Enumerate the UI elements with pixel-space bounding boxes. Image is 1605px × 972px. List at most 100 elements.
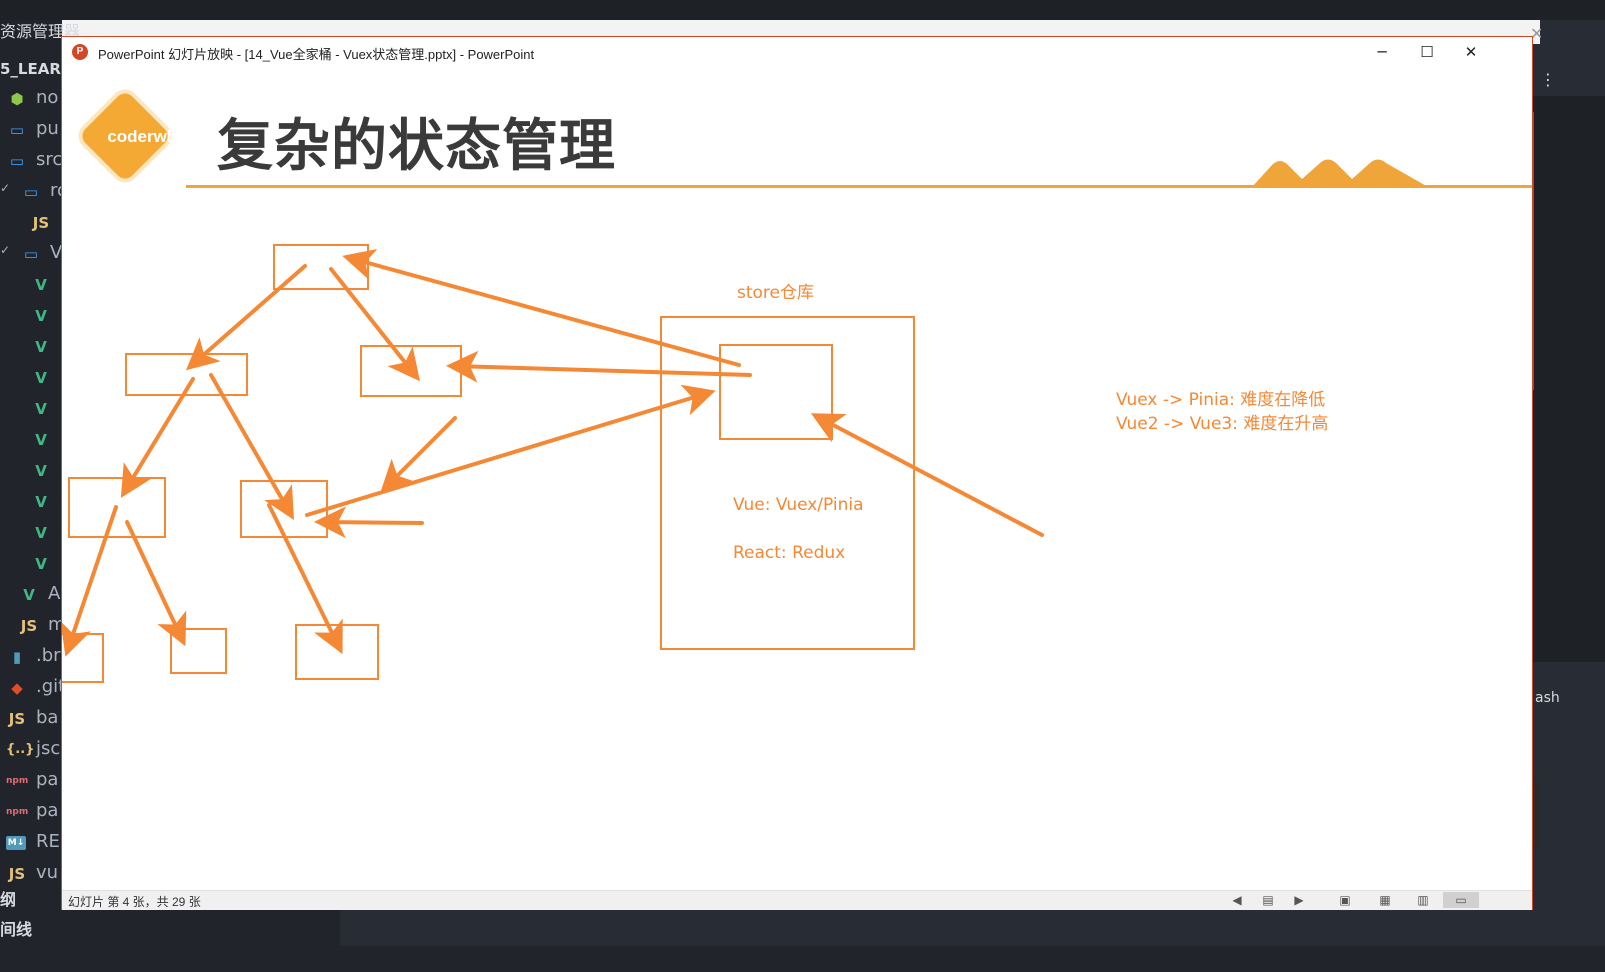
title-underline [186,185,1532,188]
timeline-section[interactable]: 间线 [0,916,340,946]
arrow-l3left-to-leaf1 [62,505,118,657]
maximize-button[interactable]: ☐ [1420,43,1434,61]
state-diagram [62,244,1044,683]
npm-icon: npm [6,807,29,817]
file-tree-item[interactable]: ⬢ no [0,84,62,115]
slide-menu-icon[interactable]: ▤ [1262,893,1274,907]
vue-icon: V [35,493,47,511]
more-actions-icon[interactable]: ⋮ [1540,70,1556,89]
slide-sorter-icon[interactable]: ▦ [1379,893,1391,907]
file-tree-item[interactable]: V [0,425,62,456]
component-box-leaf-2 [170,628,227,674]
file-tree-item-label: pu [36,118,59,139]
file-tree-item[interactable]: V [0,456,62,487]
file-tree-item[interactable]: V [0,301,62,332]
project-folder-label[interactable]: 5_LEARN [0,60,74,78]
store-state-box [719,344,833,440]
chevron-down-icon: ✓ [0,181,11,195]
component-box-level3-right [240,480,328,538]
arrow-store-to-root [342,248,741,367]
file-tree-item[interactable]: ✓▭V [0,239,62,270]
background-window-close-icon[interactable]: ✕ [1530,24,1544,43]
file-tree-item-label: jsc [36,738,61,759]
timeline-label: 间线 [0,920,33,939]
json-icon: {..} [6,742,35,757]
vue-icon: V [35,307,47,325]
store-react-text: React: Redux [733,543,846,563]
node-icon: ⬢ [10,90,24,108]
file-tree-item[interactable]: V [0,363,62,394]
next-slide-icon[interactable]: ▶ [1294,893,1304,907]
file-tree-item-label: no [36,87,59,108]
vue-icon: V [35,555,47,573]
arrow-l3right-to-store [305,384,716,517]
vue-icon: V [35,431,47,449]
outline-section[interactable]: 纲 [0,886,340,916]
chevron-down-icon: ✓ [0,243,11,257]
file-tree-item[interactable]: ▭ pu [0,115,62,146]
file-tree-item[interactable]: ◆.git [0,673,62,704]
window-title: PowerPoint 幻灯片放映 - [14_Vue全家桶 - Vuex状态管理… [98,47,535,62]
file-tree-item[interactable]: M↓RE [0,828,62,859]
file-tree-item[interactable]: V [0,394,62,425]
component-box-leaf-1 [62,633,104,683]
file-tree-item-label: m [48,614,62,635]
arrow-root-to-left [185,264,307,371]
file-tree-item[interactable]: {..}jsc [0,735,62,766]
file-tree-item[interactable]: V [0,487,62,518]
store-vue-text: Vue: Vuex/Pinia [733,495,864,515]
vscode-top-bar [0,0,1605,20]
previous-slide-icon[interactable]: ◀ [1232,893,1242,907]
note-line-2: Vue2 -> Vue3: 难度在升高 [1116,414,1329,434]
arrow-root-to-right [329,267,420,382]
explorer-title: 资源管理器 [0,22,81,41]
slide-canvas[interactable]: coderwhy 复杂的状态管理 [62,67,1532,890]
file-tree-item-label: ba [36,707,59,728]
vue-icon: V [35,369,47,387]
file-tree-item-label: src [36,149,62,170]
file-tree-item[interactable]: ✓ ▭ ro [0,177,62,208]
file-tree-item[interactable]: V [0,518,62,549]
ppt-status-bar: 幻灯片 第 4 张，共 29 张 ◀ ▤ ▶ ▣ ▦ ▥ ▭ [62,890,1532,910]
file-tree-item[interactable]: V [0,549,62,580]
js-icon: JS [8,865,26,883]
folder-icon: ▭ [9,121,25,139]
vue-icon: V [35,400,47,418]
note-line-1: Vuex -> Pinia: 难度在降低 [1116,390,1326,410]
folder-icon: ▭ [23,245,39,263]
slideshow-view-icon[interactable]: ▭ [1443,892,1479,908]
close-button[interactable]: ✕ [1464,43,1478,61]
npm-icon: npm [6,776,29,786]
normal-view-icon[interactable]: ▣ [1339,893,1351,907]
ppt-title-bar[interactable]: P PowerPoint 幻灯片放映 - [14_Vue全家桶 - Vuex状态… [62,37,1532,67]
file-tree-item[interactable]: V [0,270,62,301]
file-tree-item-label: pa [36,769,59,790]
file-tree-item-label: .br [36,645,61,666]
vscode-status-bar [0,946,1605,972]
file-icon: ▮ [12,648,22,666]
file-tree-item[interactable]: ▭src [0,146,62,177]
vue-icon: V [35,338,47,356]
component-box-level3-left [68,477,166,538]
arrow-l3left-to-leaf2 [125,520,187,647]
reading-view-icon[interactable]: ▥ [1417,893,1429,907]
file-tree-item-label: pa [36,800,59,821]
file-tree-item[interactable]: JS [0,208,62,239]
file-tree-item-label: ro [50,180,62,201]
folder-icon: ▭ [23,183,39,201]
mountain-decoration-icon [1252,159,1428,187]
powerpoint-window: P PowerPoint 幻灯片放映 - [14_Vue全家桶 - Vuex状态… [61,36,1533,910]
arrow-store-to-level2-right [446,350,752,383]
minimize-button[interactable]: ─ [1377,43,1387,61]
file-tree-item[interactable]: V [0,332,62,363]
file-tree-item[interactable]: ▮ .br [0,642,62,673]
vue-icon: V [23,586,35,604]
arrow-external-to-store [810,413,1044,537]
arrow-left-to-l3left [120,377,195,498]
